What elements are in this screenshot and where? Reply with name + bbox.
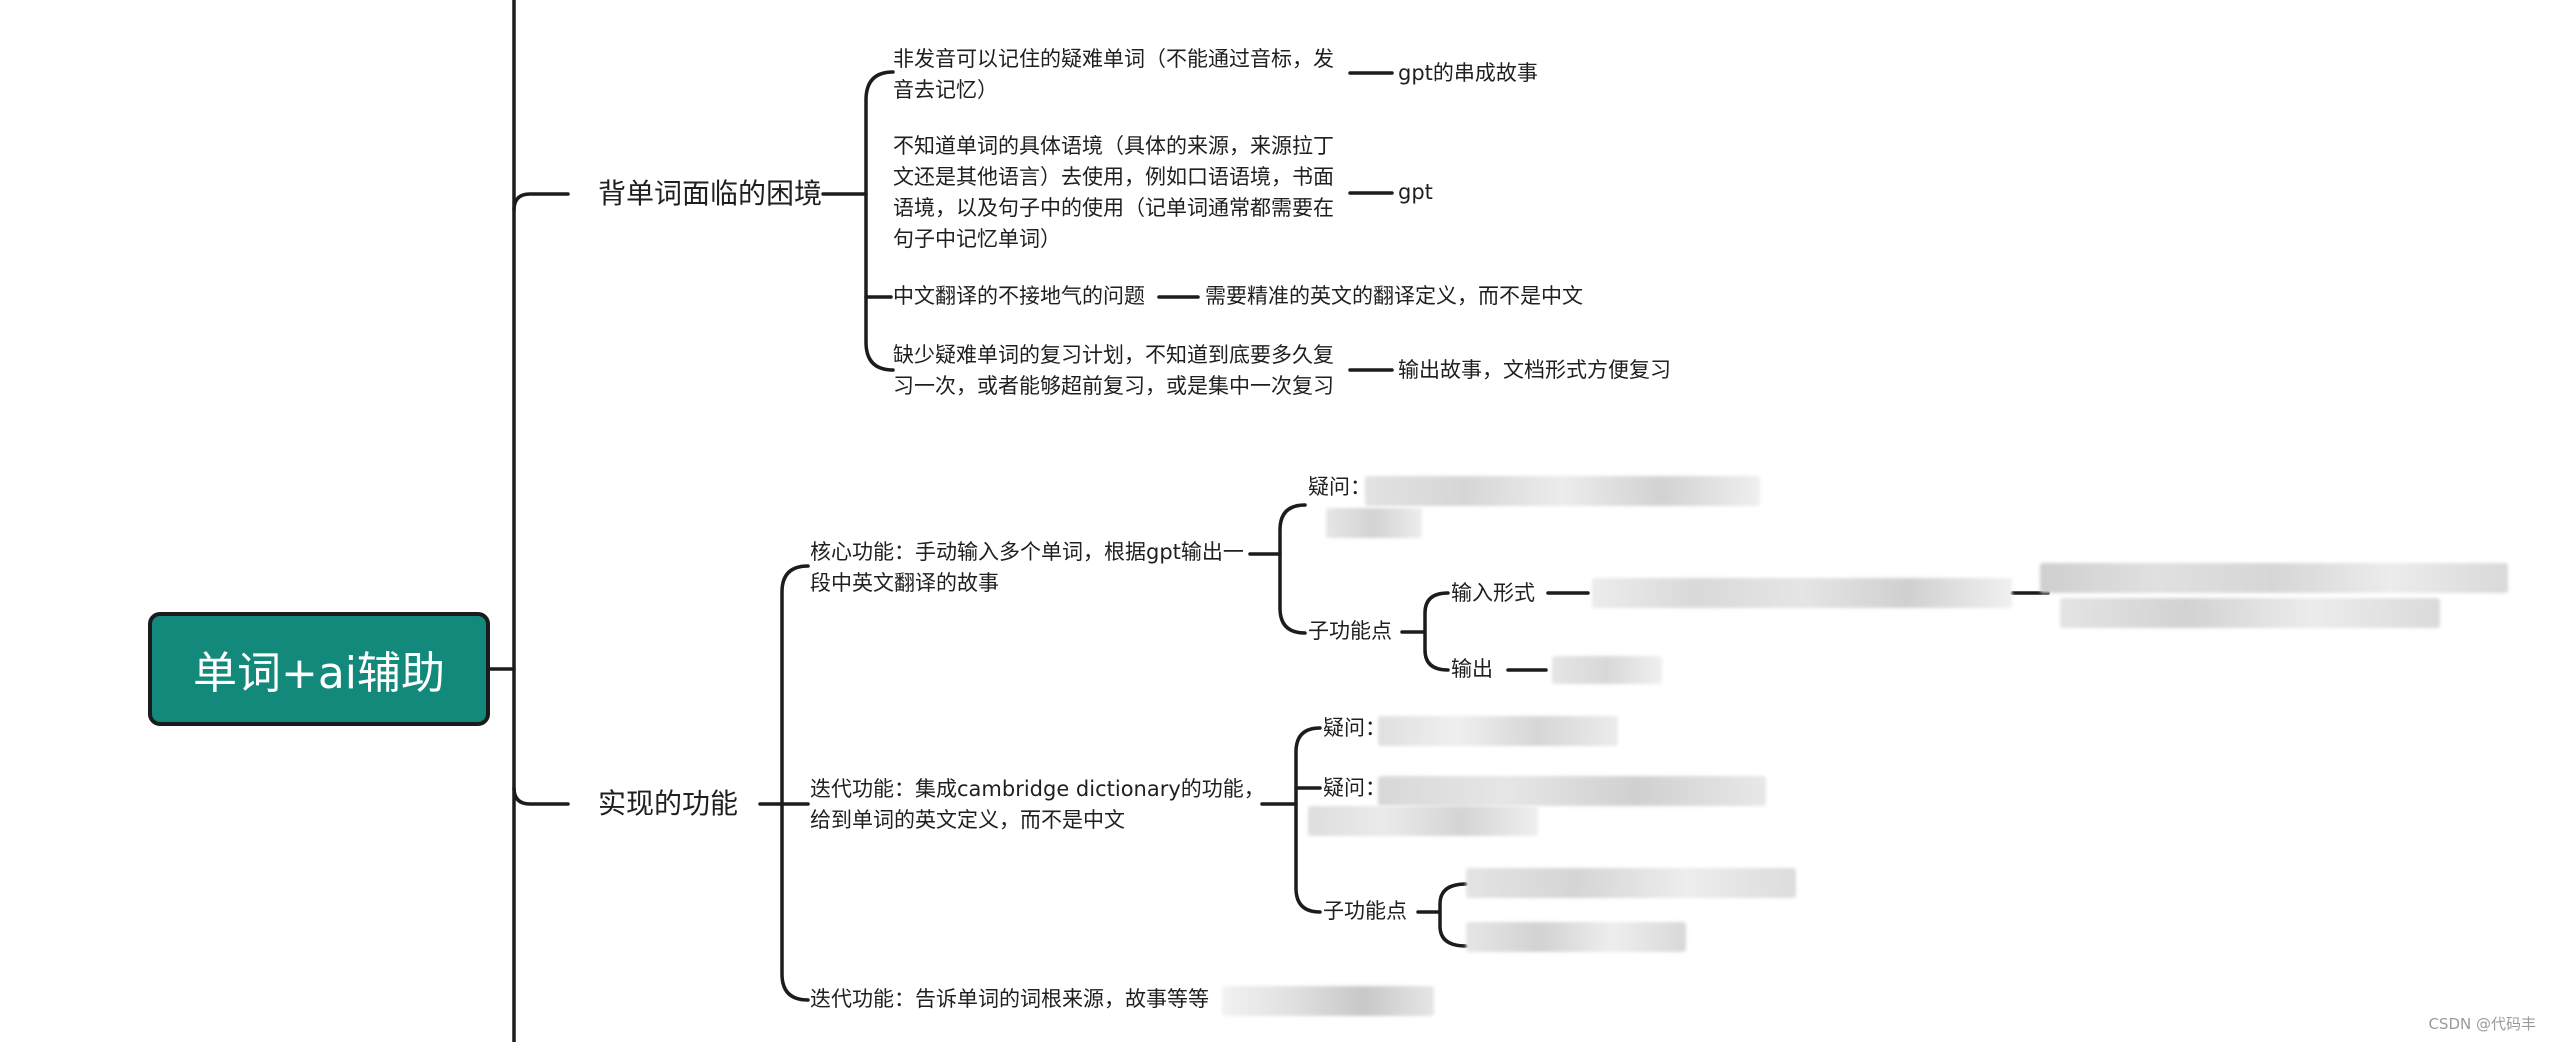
watermark: CSDN @代码丰 bbox=[2428, 1015, 2536, 1033]
root-node: 单词+ai辅助 bbox=[148, 612, 490, 726]
redacted-output bbox=[1552, 656, 1662, 684]
core-feature: 核心功能：手动输入多个单词，根据gpt输出一段中英文翻译的故事 bbox=[810, 540, 1244, 595]
redacted-input-form-ext-2 bbox=[2060, 598, 2440, 628]
difficulty-answer-1: gpt的串成故事 bbox=[1398, 61, 1538, 85]
redacted-iter1-question-1 bbox=[1378, 716, 1618, 746]
redacted-iter2 bbox=[1222, 986, 1434, 1016]
redacted-input-form bbox=[1592, 578, 2012, 608]
redacted-input-form-ext bbox=[2040, 563, 2508, 593]
branch-difficulty-label: 背单词面临的困境 bbox=[598, 177, 823, 210]
redacted-iter1-question-2 bbox=[1378, 776, 1766, 806]
root-label: 单词+ai辅助 bbox=[192, 648, 446, 699]
bracket-difficulty bbox=[864, 70, 895, 372]
redacted-iter1-sub-2 bbox=[1466, 922, 1686, 952]
difficulty-answer-3: 需要精准的英文的翻译定义，而不是中文 bbox=[1205, 284, 1583, 308]
bracket-core-sub bbox=[1423, 591, 1450, 672]
redacted-core-question bbox=[1365, 476, 1760, 506]
branch-features-label: 实现的功能 bbox=[598, 787, 739, 820]
bracket-iter1 bbox=[1294, 726, 1322, 914]
difficulty-answer-2: gpt bbox=[1398, 180, 1433, 204]
difficulty-item-4: 缺少疑难单词的复习计划，不知道到底要多久复习一次，或者能够超前复习，或是集中一次… bbox=[893, 343, 1334, 398]
iter1-question-1: 疑问： bbox=[1323, 716, 1386, 740]
difficulty-item-1: 非发音可以记住的疑难单词（不能通过音标，发音去记忆） bbox=[893, 47, 1334, 102]
core-input-label: 输入形式 bbox=[1451, 581, 1535, 605]
iter1-question-2: 疑问： bbox=[1323, 776, 1386, 800]
difficulty-answer-4: 输出故事，文档形式方便复习 bbox=[1398, 358, 1671, 382]
core-question: 疑问： bbox=[1308, 475, 1371, 499]
redacted-iter1-question-2b bbox=[1308, 806, 1538, 836]
iter1-feature: 迭代功能：集成cambridge dictionary的功能，给到单词的英文定义… bbox=[810, 777, 1265, 832]
redacted-iter1-sub-1 bbox=[1466, 868, 1796, 898]
redacted-core-question-2 bbox=[1326, 508, 1422, 538]
iter1-sub-label: 子功能点 bbox=[1323, 899, 1407, 923]
core-output-label: 输出 bbox=[1451, 657, 1493, 681]
bracket-features bbox=[780, 564, 810, 1002]
link-branch-difficulty bbox=[512, 192, 570, 212]
difficulty-item-2: 不知道单词的具体语境（具体的来源，来源拉丁文还是其他语言）去使用，例如口语语境，… bbox=[893, 134, 1334, 251]
bracket-core bbox=[1278, 503, 1307, 635]
core-sub-label: 子功能点 bbox=[1308, 619, 1392, 643]
link-branch-features bbox=[512, 786, 570, 806]
difficulty-item-3: 中文翻译的不接地气的问题 bbox=[893, 284, 1145, 308]
iter2-feature: 迭代功能：告诉单词的词根来源，故事等等 bbox=[810, 987, 1209, 1011]
bracket-iter1-sub bbox=[1438, 882, 1468, 948]
